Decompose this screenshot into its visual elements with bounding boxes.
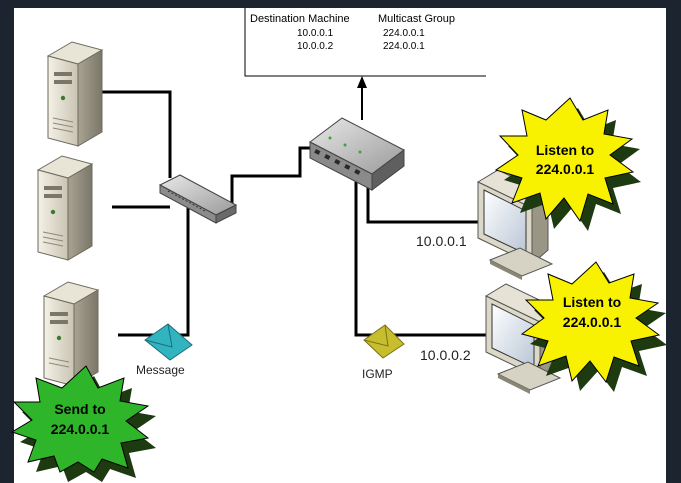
svg-text:224.0.0.1: 224.0.0.1	[51, 421, 110, 437]
svg-text:224.0.0.1: 224.0.0.1	[536, 161, 595, 177]
switch-icon	[309, 117, 405, 191]
link-hub-switch	[230, 146, 318, 205]
server-tower-icon	[42, 281, 100, 387]
link-switch-monitor2	[354, 180, 486, 337]
routing-table: Destination Machine Multicast Group 10.0…	[244, 8, 486, 77]
igmp-label: IGMP	[362, 367, 393, 381]
svg-text:Listen to: Listen to	[536, 142, 594, 158]
ip-label-top: 10.0.0.1	[416, 233, 467, 249]
hub-icon	[158, 174, 238, 224]
envelope-icon	[363, 324, 405, 359]
ip-label-bottom: 10.0.0.2	[420, 347, 471, 363]
burst-send: Send to 224.0.0.1	[10, 365, 156, 482]
table-cell-group-2: 224.0.0.1	[383, 41, 425, 52]
table-cell-dest-1: 10.0.0.1	[297, 28, 334, 39]
table-cell-group-1: 224.0.0.1	[383, 28, 425, 39]
link-server1-hub	[82, 90, 172, 178]
link-server3-hub	[118, 205, 190, 337]
table-header-group: Multicast Group	[378, 13, 455, 25]
svg-text:Listen to: Listen to	[563, 294, 621, 310]
burst-listen-bottom: Listen to 224.0.0.1	[520, 261, 667, 392]
table-cell-dest-2: 10.0.0.2	[297, 41, 334, 52]
server-tower-icon	[46, 41, 104, 147]
table-header-destination: Destination Machine	[250, 13, 350, 25]
burst-listen-top: Listen to 224.0.0.1	[494, 97, 641, 231]
connection-lines	[82, 85, 486, 337]
svg-text:Send to: Send to	[54, 401, 105, 417]
message-label: Message	[136, 363, 185, 377]
link-switch-monitor1	[366, 185, 478, 224]
envelope-icon	[144, 323, 193, 361]
svg-text:224.0.0.1: 224.0.0.1	[563, 314, 622, 330]
table-arrow-head	[357, 76, 367, 88]
server-tower-icon	[36, 155, 94, 261]
